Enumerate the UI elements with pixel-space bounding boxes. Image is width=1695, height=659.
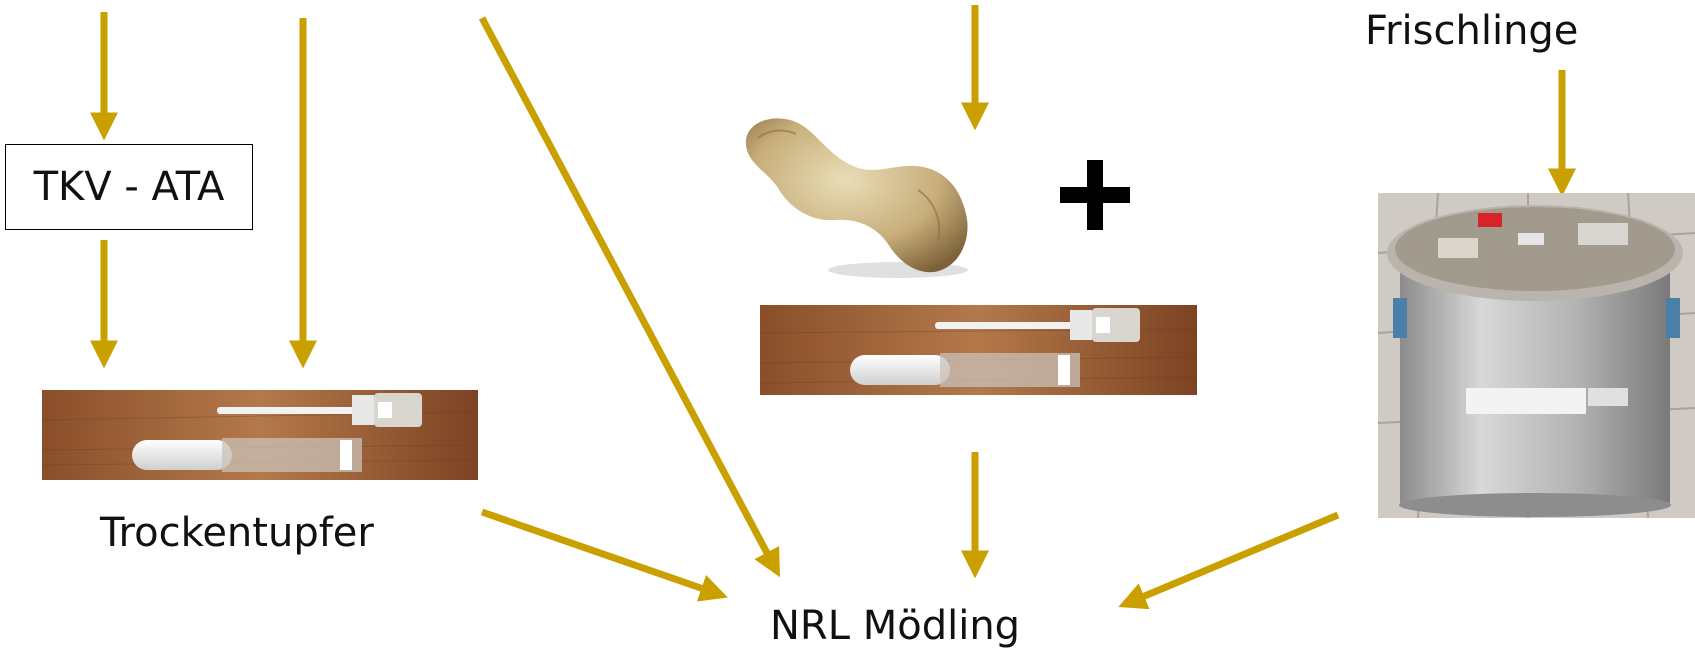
arrow-container-to-nrl <box>1128 515 1338 603</box>
swab-tube-image-middle <box>760 305 1197 395</box>
tkv-ata-label: TKV - ATA <box>34 164 225 210</box>
tkv-ata-box: TKV - ATA <box>5 144 253 230</box>
trockentupfer-label: Trockentupfer <box>100 510 374 556</box>
nrl-moedling-label: NRL Mödling <box>770 603 1020 649</box>
arrow-diagonal-to-nrl <box>482 18 775 568</box>
plus-icon <box>1060 160 1130 230</box>
container-barrel-image <box>1378 193 1695 518</box>
bone-image <box>738 110 978 280</box>
frischlinge-label: Frischlinge <box>1365 8 1578 54</box>
arrow-trockentupfer-to-nrl <box>482 512 718 594</box>
swab-tube-image <box>42 390 478 480</box>
